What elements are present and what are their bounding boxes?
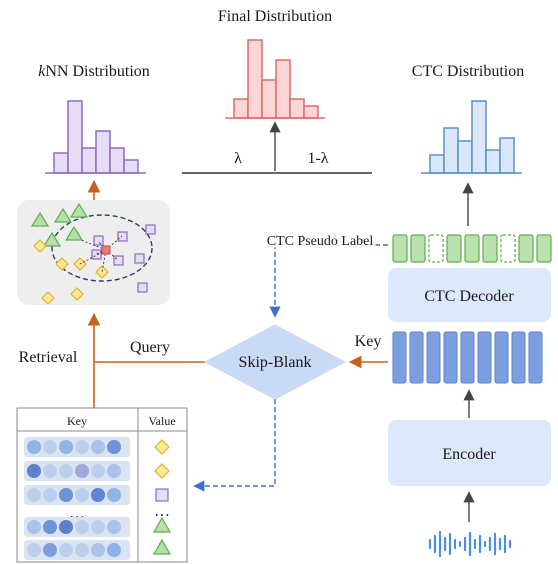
retrieval-label: Retrieval	[19, 349, 78, 366]
knn-histogram	[53, 100, 139, 174]
lambda-label: λ	[234, 150, 242, 167]
encoder-box	[388, 420, 551, 486]
key-row	[24, 461, 130, 481]
diamond-points	[33, 239, 109, 305]
key-arrow-label: Key	[355, 333, 382, 350]
value-square	[155, 488, 169, 502]
skip-blank-module: Skip-Blank	[203, 324, 347, 400]
query-point	[101, 245, 111, 255]
value-triangle	[152, 516, 172, 533]
datastore-table: Key Value … …	[16, 407, 188, 563]
knn-distribution-title: kNN Distribution	[38, 63, 150, 80]
final-distribution-title: Final Distribution	[218, 8, 332, 25]
triangle-points	[30, 202, 89, 247]
value-triangle	[152, 538, 172, 555]
ctc-decoder-box	[388, 268, 551, 322]
ctc-histogram	[429, 100, 515, 174]
key-row	[24, 485, 130, 505]
waveform-icon	[428, 530, 512, 558]
key-row	[24, 517, 130, 537]
datastore-value-header: Value	[148, 414, 175, 428]
key-row	[24, 540, 130, 560]
value-diamond	[154, 439, 170, 455]
ctc-pseudo-label-text: CTC Pseudo Label	[267, 234, 374, 249]
ctc-decoder-label: CTC Decoder	[424, 288, 514, 305]
retrieval-space	[17, 200, 170, 305]
query-label: Query	[130, 339, 170, 356]
skip-blank-label: Skip-Blank	[239, 354, 312, 371]
datastore-key-header: Key	[67, 414, 87, 428]
key-row	[24, 437, 130, 457]
ctc-distribution-title: CTC Distribution	[412, 63, 524, 80]
one-minus-lambda-label: 1-λ	[307, 150, 328, 167]
value-column: …	[152, 439, 172, 555]
encoder-label: Encoder	[442, 446, 496, 463]
store-arrow	[193, 399, 276, 492]
square-points	[91, 224, 156, 293]
pseudo-label-tokens	[392, 234, 552, 263]
final-histogram	[233, 39, 319, 119]
value-ellipsis: …	[154, 503, 170, 520]
value-diamond	[154, 463, 170, 479]
encoder-features	[392, 331, 543, 384]
pseudo-label-arrow	[269, 244, 388, 318]
